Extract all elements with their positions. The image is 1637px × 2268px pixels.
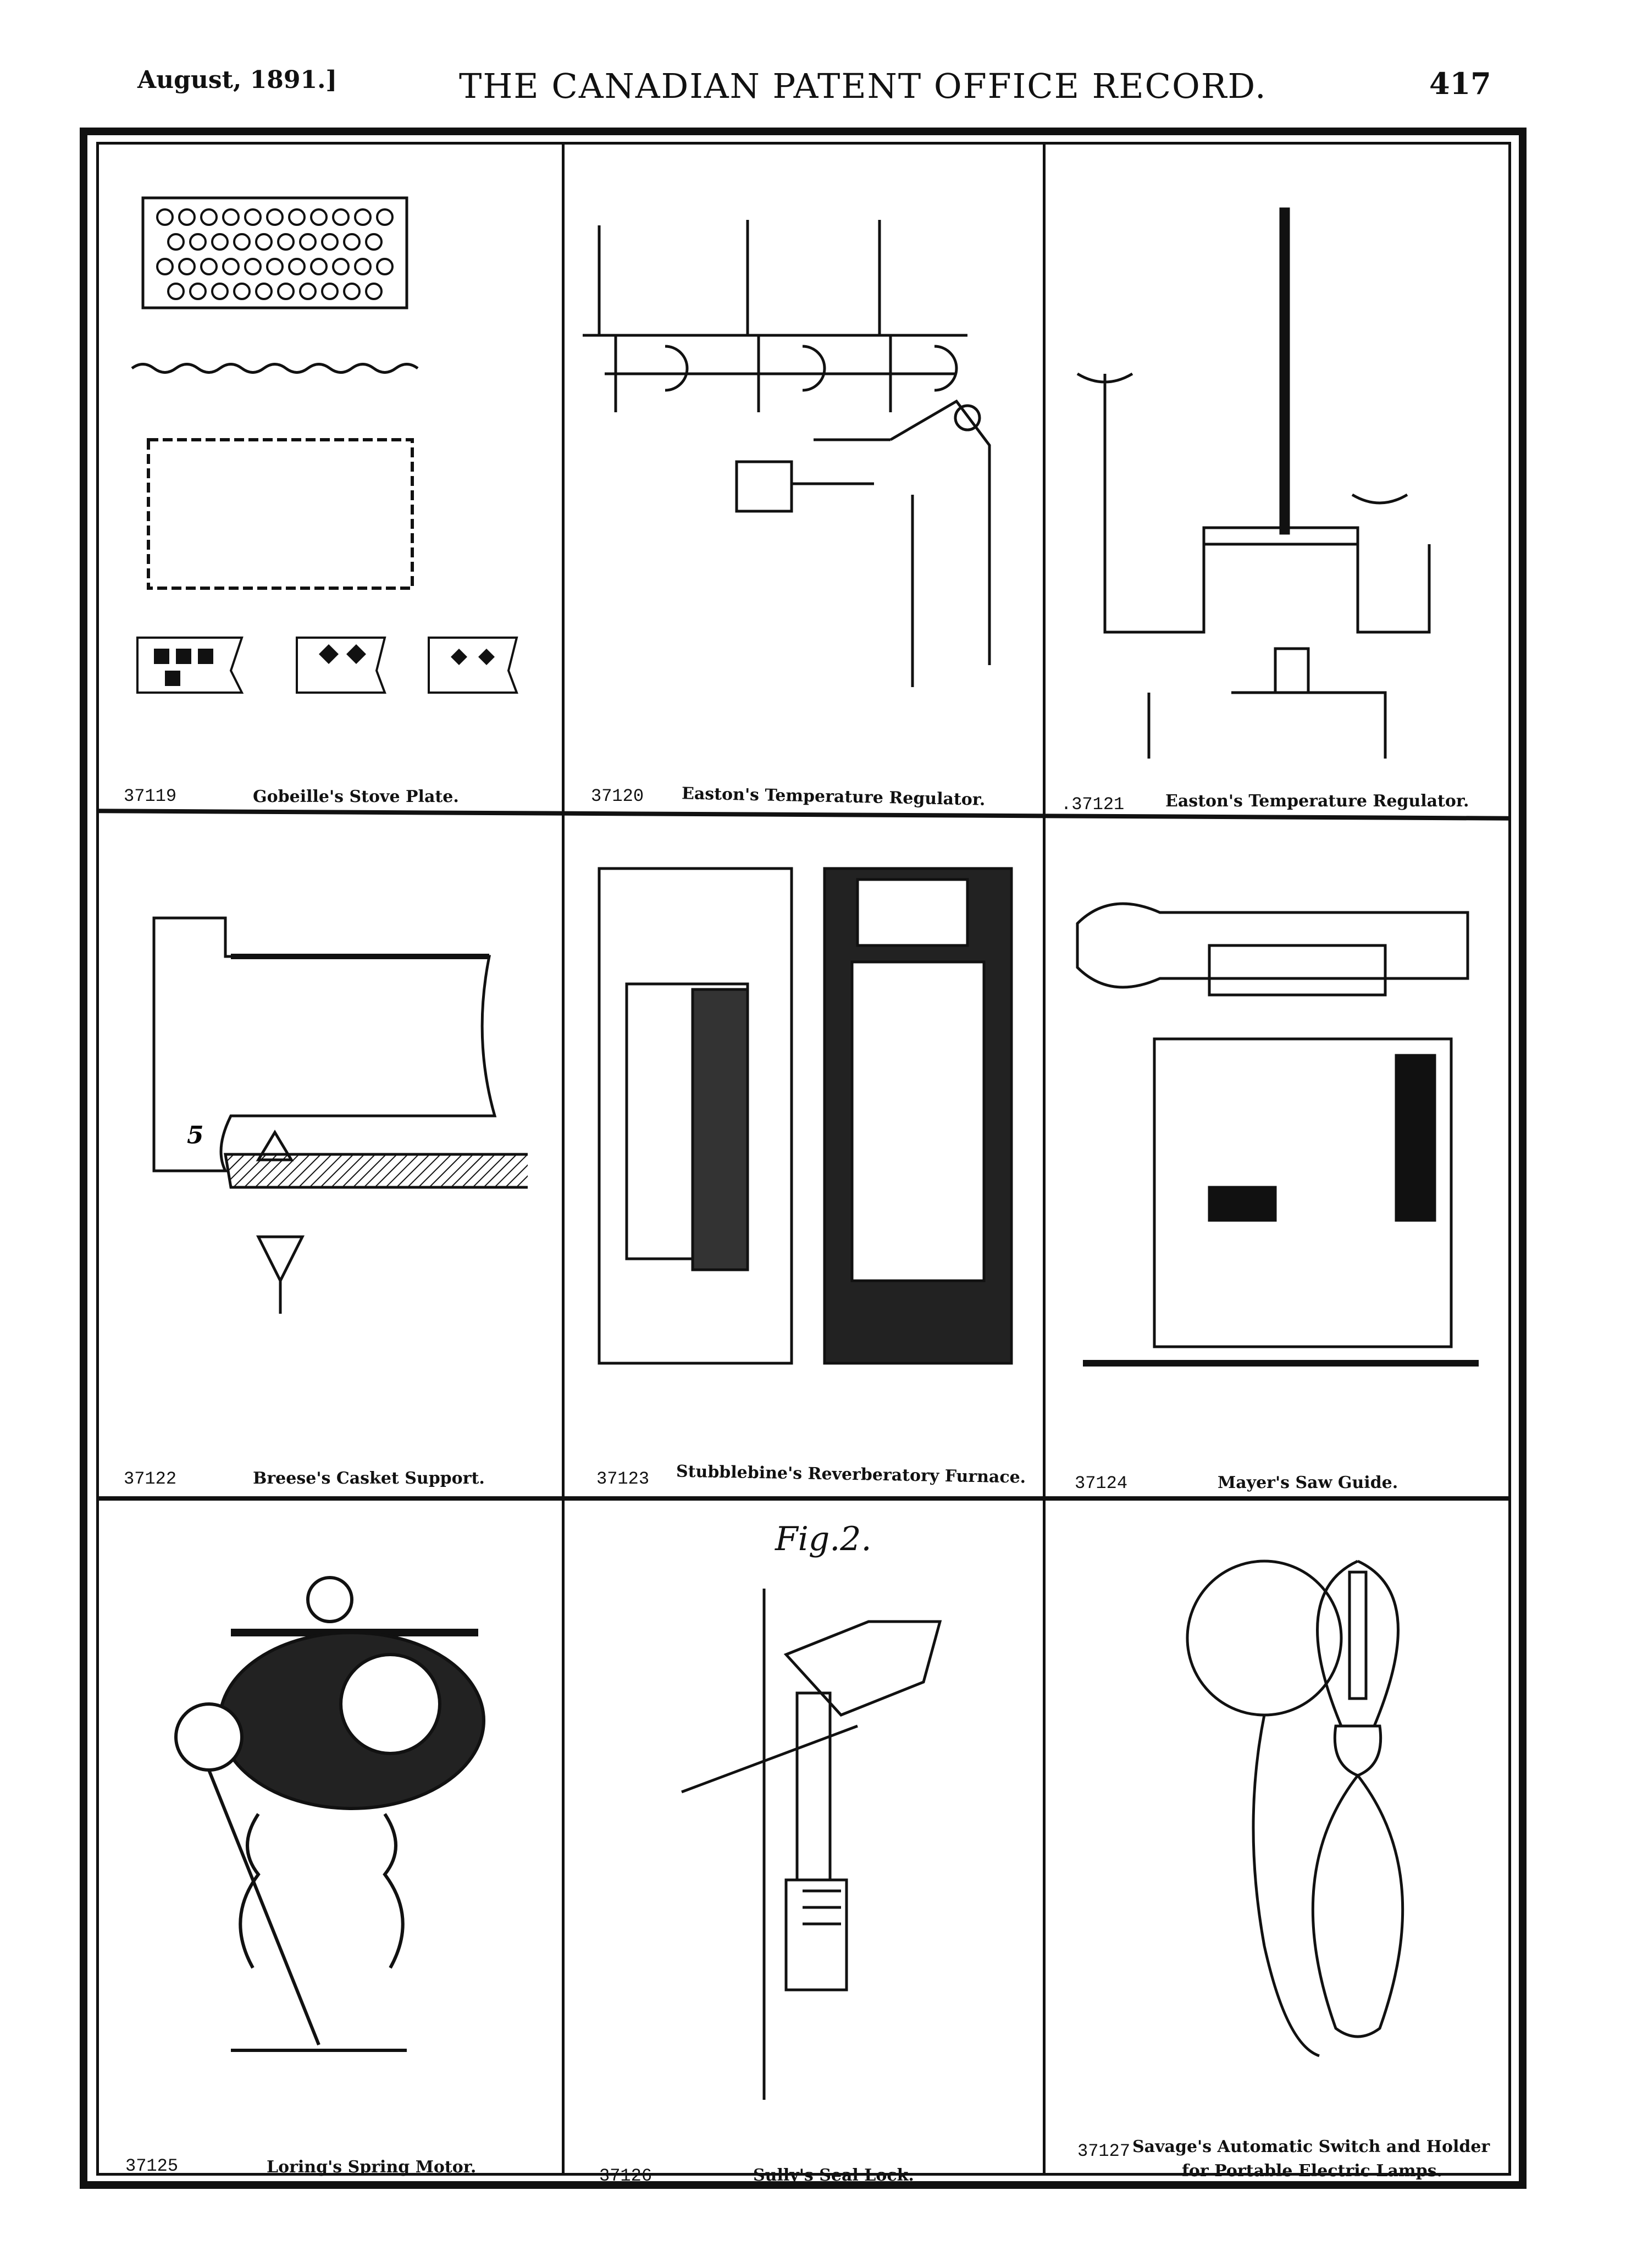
patent-title-continued: for Portable Electric Lamps. [1182,2161,1442,2181]
patent-title: Mayer's Saw Guide. [1218,1473,1398,1492]
header-date: August, 1891.] [137,66,338,94]
page-number: 417 [1429,66,1491,101]
temperature-regulator-drawing [583,220,991,687]
patent-number: 37120 [591,786,644,806]
casket-support-drawing: 5 [152,916,528,1314]
stove-plate-drawing [131,196,518,694]
patent-title: Easton's Temperature Regulator. [1165,792,1469,811]
patent-number: 37127 [1077,2141,1131,2161]
patent-title: Breese's Casket Support. [253,1469,485,1488]
column-divider [1043,142,1046,2176]
header-title: THE CANADIAN PATENT OFFICE RECORD. [459,66,1267,106]
patent-number: 37123 [596,1469,650,1489]
patent-title: Gobeille's Stove Plate. [253,787,459,806]
row-divider [96,1496,1511,1501]
patent-number: 37126 [599,2166,652,2186]
patent-number: 37124 [1075,1473,1128,1493]
saw-guide-drawing [1076,902,1479,1367]
patent-number: 37122 [124,1469,177,1489]
seal-lock-drawing [681,1589,942,2100]
patent-title: Loring's Spring Motor. [267,2158,477,2177]
page-frame-inner [96,142,1511,2176]
figure-label: Fig.2. [775,1520,872,1558]
svg-text:5: 5 [187,1121,204,1149]
patent-title: Savage's Automatic Switch and Holder [1132,2137,1490,2156]
spring-motor-drawing [174,1576,485,2052]
patent-title: Sully's Seal Lock. [753,2166,914,2185]
temperature-regulator-drawing [1076,207,1431,759]
electric-lamp-switch-drawing [1186,1559,1404,2057]
patent-number: 37119 [124,786,177,806]
patent-number: .37121 [1061,794,1125,815]
column-divider [562,142,565,2176]
patent-number: 37125 [125,2156,179,2176]
reverberatory-furnace-drawing [598,867,1013,1365]
page-frame-outer [80,128,1527,2189]
